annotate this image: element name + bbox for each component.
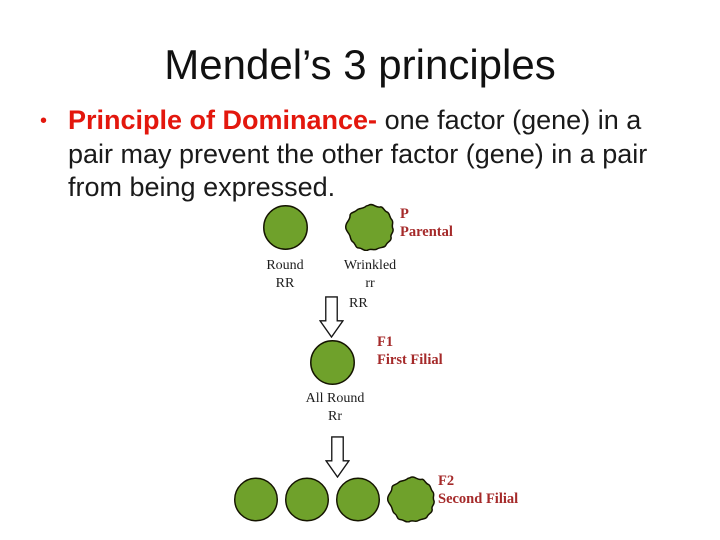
bullet-item: • Principle of Dominance- one factor (ge…	[38, 104, 686, 205]
f1-result-name: All Round	[305, 391, 365, 406]
bullet-text: Principle of Dominance- one factor (gene…	[68, 104, 686, 205]
f1-generation-name: First Filial	[377, 352, 443, 368]
f2-generation-abbr: F2	[438, 473, 455, 489]
p-generation-abbr: P	[400, 206, 409, 222]
p-generation-name: Parental	[400, 224, 453, 240]
f2-generation-label: F2 Second Filial	[438, 472, 518, 508]
wrinkled-genotype: rr	[365, 276, 375, 291]
round-genotype: RR	[275, 276, 295, 291]
round-name: Round	[266, 258, 304, 273]
f1-generation-label: F1 First Filial	[377, 333, 443, 369]
down-arrow-icon	[319, 296, 344, 338]
down-arrow-icon	[325, 436, 350, 478]
f1-generation-abbr: F1	[377, 334, 394, 350]
bullet-body: one factor (gene) in a pair may prevent …	[68, 105, 648, 202]
round-pea-icon	[284, 476, 330, 523]
bullet-highlight: Principle of Dominance-	[68, 105, 378, 135]
round-parent-label: Round RR	[251, 257, 319, 293]
round-pea-icon	[335, 476, 381, 523]
wrinkled-pea-icon	[386, 475, 435, 523]
wrinkled-name: Wrinkled	[343, 258, 397, 273]
round-pea-icon	[233, 476, 279, 523]
wrinkled-parent-label: Wrinkled rr	[336, 257, 404, 293]
f1-result-label: All Round Rr	[299, 390, 371, 426]
slide-title: Mendel’s 3 principles	[164, 41, 556, 88]
wrinkled-pea-icon	[344, 203, 394, 251]
bullet-marker: •	[40, 110, 48, 132]
f1-result-genotype: Rr	[328, 409, 342, 424]
f2-generation-name: Second Filial	[438, 491, 519, 507]
p-generation-label: P Parental	[400, 205, 453, 241]
round-pea-icon	[262, 204, 309, 251]
round-pea-icon	[309, 339, 356, 386]
cross-genotype: RR	[349, 296, 368, 311]
